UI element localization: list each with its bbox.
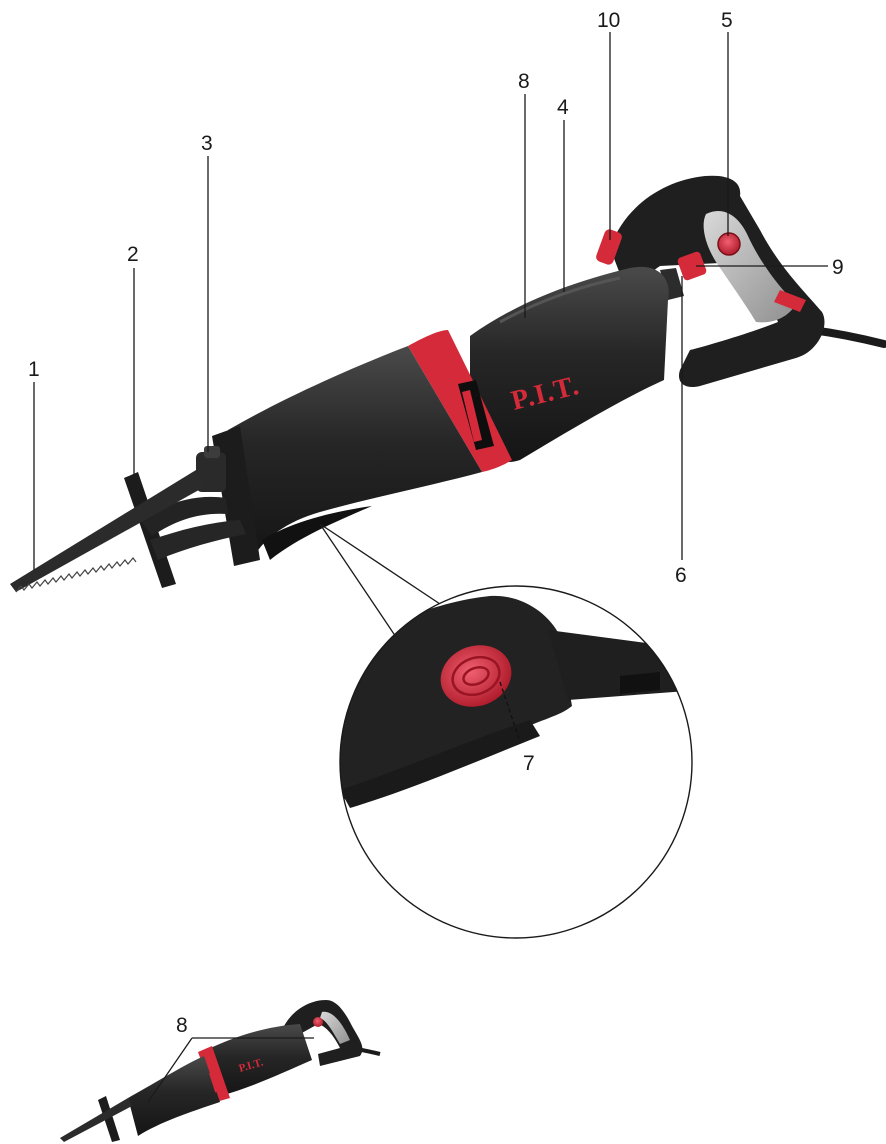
callout-8-inset: 8 — [176, 1014, 188, 1037]
saw-blade-teeth — [15, 557, 137, 593]
magnifier-circle — [339, 585, 693, 939]
grip-red-stripe — [774, 290, 806, 312]
magnifier-line-b — [319, 523, 399, 641]
callout-6: 6 — [675, 564, 687, 587]
magnifier-line-a — [319, 523, 441, 605]
small-gear-housing — [128, 1056, 220, 1136]
reciprocating-saw: P.I.T. — [10, 175, 886, 593]
callout-9: 9 — [832, 256, 844, 279]
shoe-release-button-ring-outer — [451, 655, 501, 697]
small-blade — [60, 1098, 132, 1142]
small-shoe — [98, 1096, 120, 1142]
motor-housing — [470, 266, 669, 462]
blade-clamp-ring — [204, 446, 220, 458]
gear-housing — [227, 346, 482, 560]
ventilation-slot-accent — [462, 390, 482, 442]
callout-8: 8 — [518, 70, 530, 93]
switch — [596, 229, 622, 265]
magnified-inset — [339, 585, 693, 939]
callout-7: 7 — [523, 752, 535, 775]
underside-bulge — [262, 506, 372, 560]
callout-10: 10 — [597, 9, 620, 32]
small-handle — [282, 1000, 363, 1066]
small-grip — [320, 1011, 350, 1044]
inset-shoe-edge — [620, 672, 660, 694]
inset-lower-shadow — [340, 720, 540, 808]
leader-lines — [33, 32, 828, 641]
shoe-arm — [140, 496, 228, 536]
callout-1: 1 — [28, 358, 40, 381]
shoe-lower — [150, 520, 246, 560]
lock-button — [717, 232, 741, 256]
housing-top-ridge — [499, 276, 621, 324]
callout-5: 5 — [721, 9, 733, 32]
callout-labels: 1 2 3 8 4 10 5 9 6 7 8 — [28, 9, 844, 1037]
small-saw-view: P.I.T. — [60, 1000, 381, 1142]
small-vent-slot — [209, 1071, 221, 1093]
leader-7 — [499, 681, 521, 743]
rear-handle — [610, 175, 825, 388]
shoe-release-button-ring-inner — [462, 666, 490, 686]
saw-blade — [10, 470, 206, 592]
small-motor-housing — [206, 1024, 312, 1096]
speed-control-wheel — [677, 251, 707, 281]
callout-3: 3 — [201, 132, 213, 155]
power-cord — [808, 326, 886, 348]
callout-2: 2 — [127, 243, 139, 266]
small-lock-button — [313, 1017, 323, 1027]
callout-4: 4 — [557, 96, 569, 119]
leader-8-inset-a — [147, 1037, 193, 1103]
